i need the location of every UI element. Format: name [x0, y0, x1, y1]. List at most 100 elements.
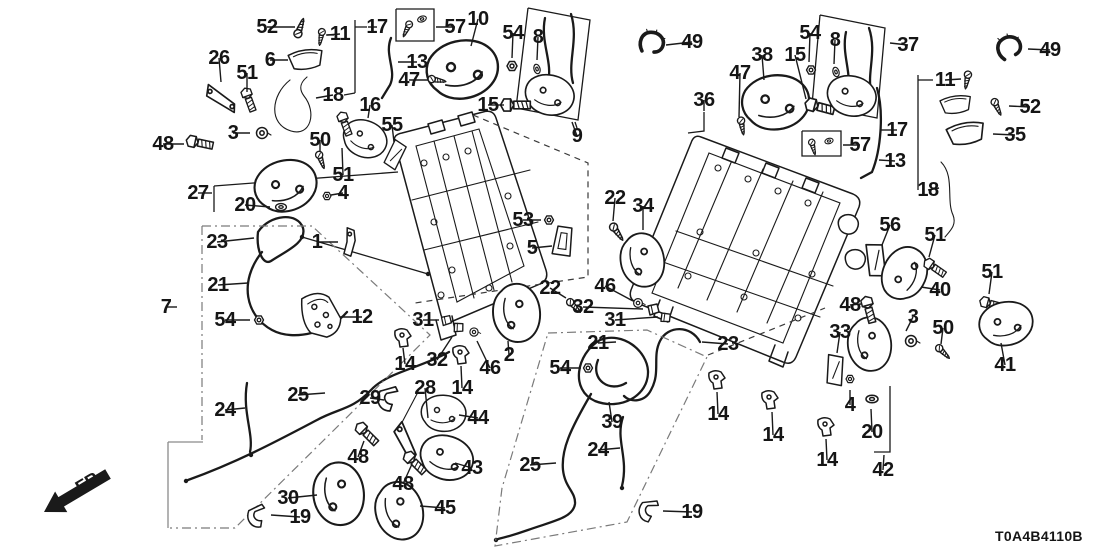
leader-line — [367, 104, 371, 119]
rods-9 — [542, 12, 575, 85]
bracket-line — [301, 236, 429, 275]
clip-19-a-icon — [245, 503, 269, 530]
bracket-14-a-icon — [394, 327, 412, 348]
leader-line — [582, 306, 644, 310]
clip-19-b-icon — [636, 497, 660, 524]
leader-line — [507, 340, 510, 356]
leader-line — [357, 440, 365, 458]
bracket-14-d-icon — [761, 389, 779, 410]
leader-line — [701, 341, 729, 345]
cable-24-left — [244, 381, 252, 454]
screw-50-b-icon — [933, 342, 953, 362]
nut-54-topleft-icon — [506, 60, 518, 72]
bracket-line — [395, 8, 435, 42]
leader-line — [992, 133, 1016, 136]
leader-line — [297, 392, 326, 396]
clip-32-b-icon — [451, 320, 466, 335]
leader-line — [391, 124, 395, 143]
leader-line — [614, 316, 659, 321]
pad-33-icon — [823, 352, 847, 388]
bracket-30-icon — [307, 457, 371, 531]
leader-line — [597, 341, 617, 344]
leader-line — [571, 121, 578, 137]
leader-line — [244, 204, 271, 208]
leader-line — [881, 224, 891, 246]
leader-line — [511, 32, 514, 59]
cables-and-rods — [183, 12, 955, 543]
leader-line — [940, 327, 944, 345]
cable-39 — [595, 358, 628, 388]
bracket-line — [801, 130, 842, 157]
bolt-48-b-icon — [352, 419, 381, 448]
leader-line — [1027, 48, 1051, 51]
leader-line — [454, 462, 473, 469]
grommet-46-b-icon — [469, 327, 482, 337]
latch-40-icon — [874, 239, 936, 307]
washer-8-left-icon — [532, 62, 542, 76]
leader-line — [882, 454, 885, 471]
leader-line — [665, 41, 693, 46]
leader-line — [419, 505, 446, 509]
leader-line — [833, 39, 836, 65]
bracket-line — [343, 92, 356, 96]
screw-22-b-icon — [564, 296, 584, 316]
leader-line — [476, 340, 491, 369]
hose-13-left — [380, 36, 394, 100]
leader-line — [216, 237, 255, 243]
nut-4-left-icon — [322, 191, 332, 201]
leader-line — [905, 316, 914, 332]
screw-50-left-icon — [313, 149, 329, 171]
leader-line — [531, 245, 553, 249]
washer-57-left-icon — [416, 14, 428, 24]
cable-24-center — [619, 415, 626, 488]
leader-line — [849, 303, 862, 306]
cable-18-right — [940, 161, 955, 238]
leader-line — [536, 36, 539, 61]
washer-57-r-icon — [823, 136, 835, 146]
cable-25-left — [186, 350, 451, 482]
leader-line — [330, 192, 344, 196]
leader-line — [402, 347, 406, 365]
latch-assembly-10-icon — [419, 31, 506, 108]
leader-line — [1000, 342, 1006, 366]
leader-line — [369, 397, 385, 401]
nut-4-b-icon — [845, 374, 855, 384]
clip-31-b-icon — [440, 314, 453, 327]
leader-line — [662, 510, 693, 513]
washer-20-left-icon — [274, 202, 288, 212]
leader-line — [597, 447, 621, 451]
region-outline — [414, 114, 589, 304]
cable-23-left — [256, 216, 305, 264]
cover-6-icon — [287, 46, 325, 73]
cap-35-icon — [944, 119, 987, 148]
leader-line — [458, 414, 479, 419]
leader-line — [604, 285, 634, 302]
leader-line — [771, 411, 774, 436]
nut-54-b-icon — [582, 363, 594, 373]
leader-line — [224, 407, 246, 411]
leader-line — [761, 54, 765, 81]
bracket-line — [687, 112, 705, 134]
screw-11-left-icon — [315, 27, 327, 47]
leader-line — [920, 286, 941, 291]
leader-line — [402, 463, 413, 485]
leader-line — [608, 401, 613, 423]
leader-line — [878, 159, 896, 162]
bracket-line — [811, 14, 886, 119]
leader-line — [836, 331, 841, 354]
bracket-line — [574, 121, 578, 129]
leader-line — [944, 78, 962, 81]
clip-49-left-icon — [636, 24, 669, 58]
bracket-14-b-icon — [452, 344, 470, 365]
screw-47-b-icon — [736, 115, 748, 137]
leader-line — [988, 271, 993, 295]
leader-line — [870, 408, 873, 433]
nut-53-icon — [543, 215, 555, 225]
diagram-code: T0A4B4110B — [995, 528, 1083, 544]
leader-line — [315, 94, 334, 99]
leader-line — [218, 57, 222, 83]
leader-line — [927, 187, 940, 191]
front-direction-arrow: FR. — [44, 465, 111, 513]
bracket-line — [874, 386, 891, 453]
